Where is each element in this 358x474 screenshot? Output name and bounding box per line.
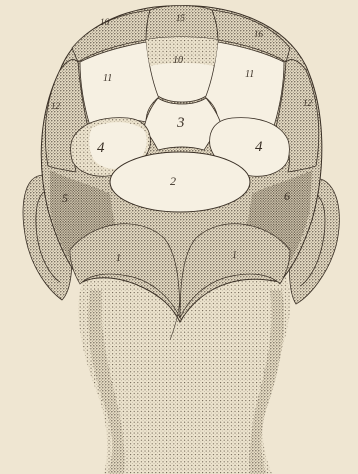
label-12-right: 12 bbox=[303, 98, 313, 108]
label-16-left: 16 bbox=[100, 17, 110, 27]
label-1-right: 1 bbox=[232, 250, 237, 261]
label-11-right: 11 bbox=[245, 69, 254, 80]
label-5: 5 bbox=[62, 191, 68, 205]
label-4-right: 4 bbox=[255, 139, 263, 155]
label-10: 10 bbox=[173, 55, 183, 66]
label-15: 15 bbox=[176, 13, 186, 23]
label-11-left: 11 bbox=[103, 73, 112, 84]
label-12-left: 12 bbox=[51, 101, 61, 111]
label-4-left: 4 bbox=[97, 140, 105, 156]
label-3: 3 bbox=[176, 115, 185, 131]
label-2: 2 bbox=[170, 174, 176, 188]
label-1-left: 1 bbox=[116, 253, 121, 264]
label-6: 6 bbox=[284, 189, 290, 203]
region-2 bbox=[110, 152, 250, 212]
label-16-right: 16 bbox=[254, 29, 264, 39]
